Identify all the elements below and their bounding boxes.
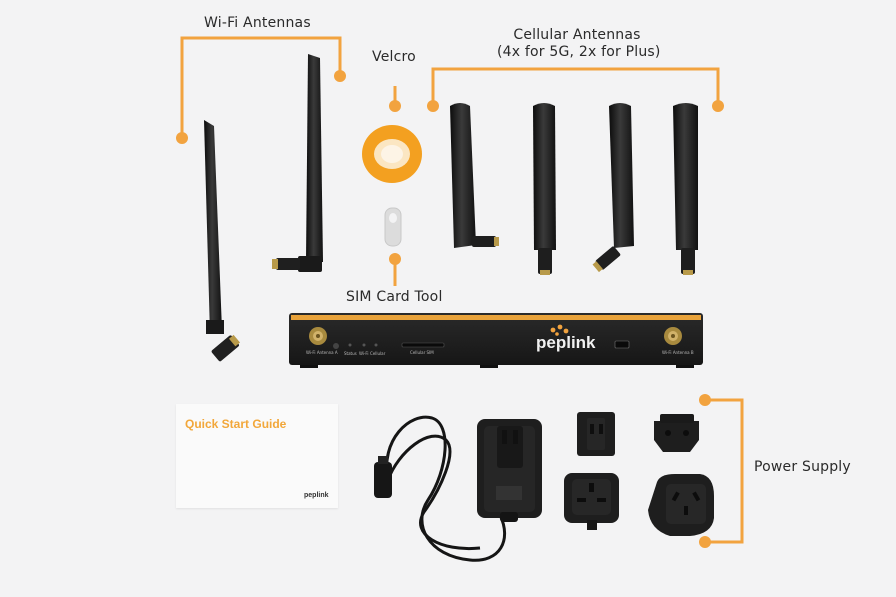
usb-port [614, 340, 630, 349]
cellular-antenna-4 [673, 103, 698, 275]
plug-adapter-eu [654, 414, 699, 452]
guide-brand: peplink [304, 492, 329, 499]
router-led-wifi: Wi-Fi [359, 351, 369, 356]
callout-dots [176, 70, 724, 548]
label-cellular-line1: Cellular Antennas [513, 27, 641, 43]
router [289, 313, 703, 368]
power-adapter [477, 419, 542, 522]
quick-start-guide: Quick Start Guide peplink [176, 404, 338, 508]
label-wifi-antennas: Wi-Fi Antennas [204, 15, 311, 31]
wifi-antenna-right [272, 54, 323, 272]
plug-adapter-au [648, 474, 714, 536]
router-sim-label: Cellular SIM [410, 350, 434, 355]
label-cellular-line2: (4x for 5G, 2x for Plus) [497, 44, 661, 60]
router-port-a-label: Wi-Fi Antenna A [306, 350, 338, 355]
label-power-supply: Power Supply [754, 459, 851, 475]
sim-card-tool [384, 207, 402, 247]
cellular-antenna-1 [450, 103, 499, 248]
plug-adapter-us [577, 412, 615, 456]
plug-adapter-uk [564, 473, 619, 530]
router-led-cellular: Cellular [370, 351, 386, 356]
antenna-port-b [664, 327, 682, 345]
dc-connector [374, 456, 392, 498]
label-sim-tool: SIM Card Tool [346, 289, 443, 305]
sim-slot [401, 342, 445, 348]
callout-lines [180, 36, 744, 544]
router-logo-dots [550, 324, 569, 336]
guide-title: Quick Start Guide [185, 417, 287, 431]
cellular-antenna-3 [592, 103, 634, 273]
router-brand: peplink [536, 333, 596, 352]
cellular-antenna-2 [533, 103, 556, 275]
router-led-status: Status [344, 351, 357, 356]
router-port-b-label: Wi-Fi Antenna B [662, 350, 694, 355]
velcro-roll [362, 125, 422, 183]
label-velcro: Velcro [372, 49, 416, 65]
antenna-port-a [309, 327, 327, 345]
status-leds [348, 343, 378, 347]
wifi-antenna-left [204, 120, 241, 362]
